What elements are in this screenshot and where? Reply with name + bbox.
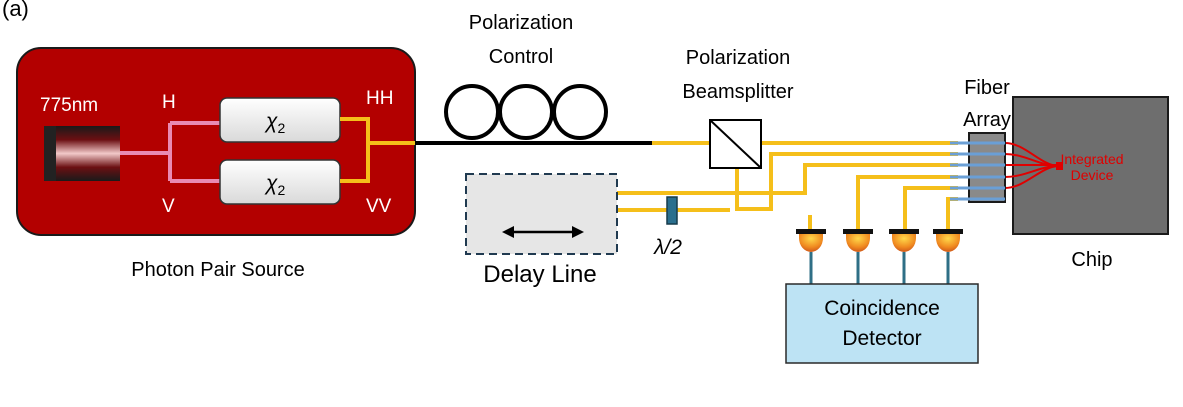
fiber-array-label-2: Array <box>963 109 1011 131</box>
detector-3 <box>889 229 919 284</box>
waveplate <box>666 196 678 225</box>
source-title: Photon Pair Source <box>131 259 304 281</box>
panel-label: (a) <box>2 0 29 21</box>
chip-label: Chip <box>1071 249 1112 271</box>
coincidence-detector-label-1: Coincidence <box>824 297 940 320</box>
laser-body <box>44 126 58 181</box>
detector-2 <box>843 229 873 284</box>
coincidence-detector-label-2: Detector <box>842 327 921 350</box>
delay-line-arrow-head-right <box>572 226 584 238</box>
coincidence-detector-box <box>785 283 979 364</box>
laser-label: 775nm <box>40 95 98 116</box>
pink-fiber <box>120 121 220 183</box>
integrated-device <box>1004 142 1059 189</box>
integrated-device-label-1: Integrated <box>1060 151 1123 167</box>
yellow-fiber-source <box>340 117 415 183</box>
vv-label: VV <box>366 196 392 217</box>
h-label: H <box>162 92 176 113</box>
delay-line-label: Delay Line <box>483 261 596 288</box>
crystal-top-label: χ2 <box>264 110 285 136</box>
polarization-control-loops <box>444 84 608 140</box>
crystal-bottom-label: χ2 <box>264 172 285 198</box>
fiber-array-label-1: Fiber <box>964 77 1010 99</box>
detector-1 <box>796 229 826 284</box>
integrated-device-label-2: Device <box>1071 167 1114 183</box>
fiber-array-channels <box>950 141 1005 201</box>
beamsplitter-label-2: Beamsplitter <box>682 81 793 103</box>
laser-icon <box>56 126 120 181</box>
delay-line-arrow-head-left <box>502 226 514 238</box>
beamsplitter-diagonal <box>709 119 762 169</box>
polarization-control-label-1: Polarization <box>469 12 574 34</box>
detectors <box>796 229 963 284</box>
beamsplitter-label-1: Polarization <box>686 47 791 69</box>
detector-4 <box>933 229 963 284</box>
waveplate-label: λ/2 <box>653 236 682 259</box>
polarization-control-label-2: Control <box>489 46 553 68</box>
hh-label: HH <box>366 88 393 109</box>
v-label: V <box>162 196 175 217</box>
integrated-device-node <box>1056 162 1063 170</box>
delay-line-box <box>465 173 618 255</box>
